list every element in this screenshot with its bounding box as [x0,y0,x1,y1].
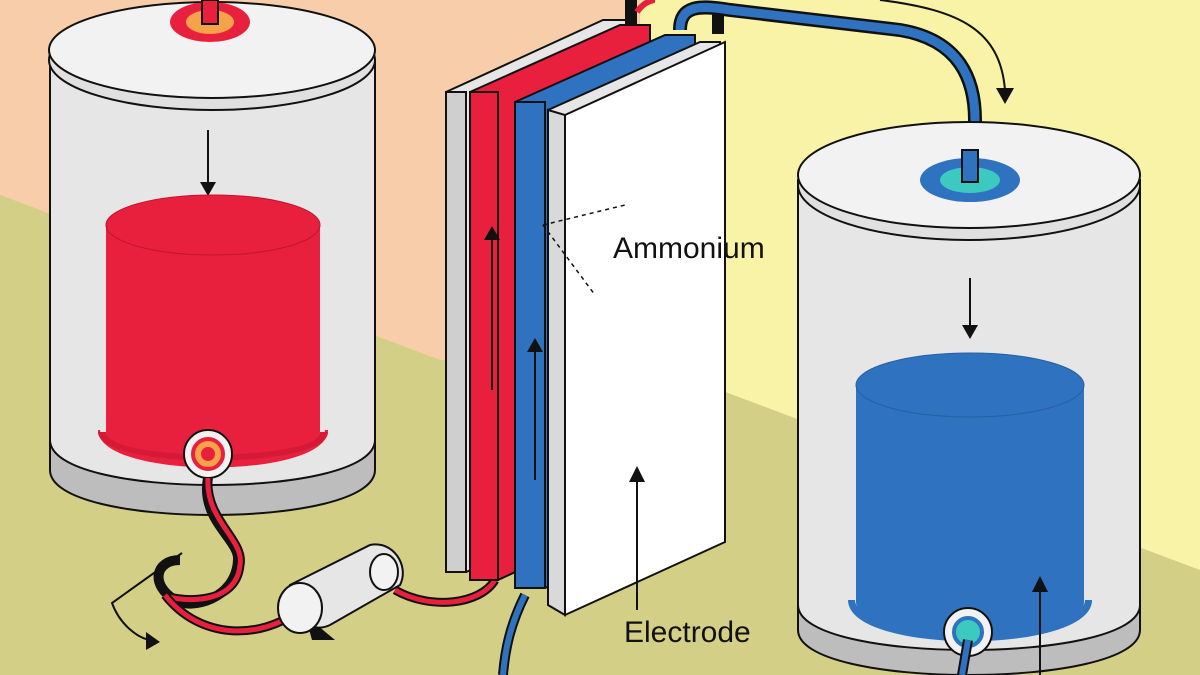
flow-arrow-icon [110,552,183,650]
cell-stack [445,0,726,617]
cold-pipe-bottom [498,592,530,675]
ammonium-label: Ammonium [613,232,765,265]
right-tank [797,121,1141,675]
pump-icon [277,543,404,640]
cold-electrolyte-reservoir [856,385,1084,631]
hot-electrolyte-reservoir [106,225,320,461]
electrode-plate [564,40,726,617]
cold-pipe-top [673,0,1014,180]
left-tank [48,0,376,516]
electrode-label: Electrode [624,616,751,649]
hot-pipe [153,477,499,636]
